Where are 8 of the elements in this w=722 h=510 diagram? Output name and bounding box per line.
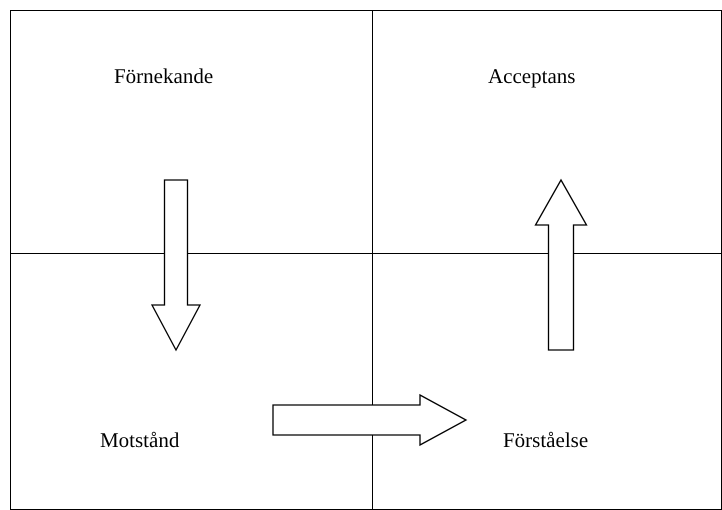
quadrant-label: Acceptans (488, 64, 576, 89)
quadrant-label: Förnekande (114, 64, 214, 89)
block-arrow (150, 179, 202, 352)
block-arrow (272, 394, 468, 446)
quadrant-label: Motstånd (100, 428, 180, 453)
block-arrow (534, 178, 588, 351)
quadrant-label: Förståelse (503, 428, 588, 453)
quadrant-cell (372, 253, 722, 510)
